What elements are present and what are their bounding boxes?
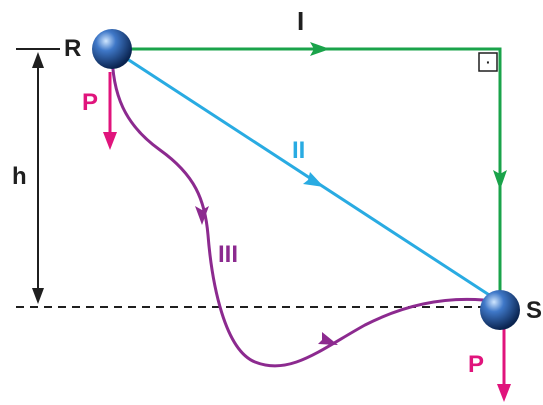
height-arrow-top <box>32 52 44 68</box>
path-3-arrow-lower <box>318 332 338 345</box>
right-angle-mark <box>478 52 498 72</box>
path-1-label: I <box>297 6 304 36</box>
path-3-label: III <box>218 241 238 268</box>
right-angle-dot: · <box>486 54 491 70</box>
height-label: h <box>12 163 27 190</box>
path-1-arrow-vertical <box>493 170 507 190</box>
weight-arrow-start <box>103 132 117 150</box>
height-arrow-bottom <box>32 288 44 304</box>
path-3-curve <box>110 49 501 368</box>
path-2-label: II <box>292 137 305 164</box>
path-3-arrow-upper <box>195 206 209 225</box>
ball-end <box>480 290 520 330</box>
path-2-line <box>111 47 501 304</box>
weight-label-start: P <box>82 89 98 116</box>
path-2-arrow <box>303 172 324 187</box>
point-start-label: R <box>64 35 81 62</box>
ball-start <box>92 29 132 69</box>
path-1-arrow-horizontal <box>310 42 330 56</box>
weight-label-end: P <box>468 351 484 378</box>
path-1-line <box>112 47 502 302</box>
point-end-label: S <box>526 297 542 324</box>
weight-arrow-end <box>497 384 511 402</box>
